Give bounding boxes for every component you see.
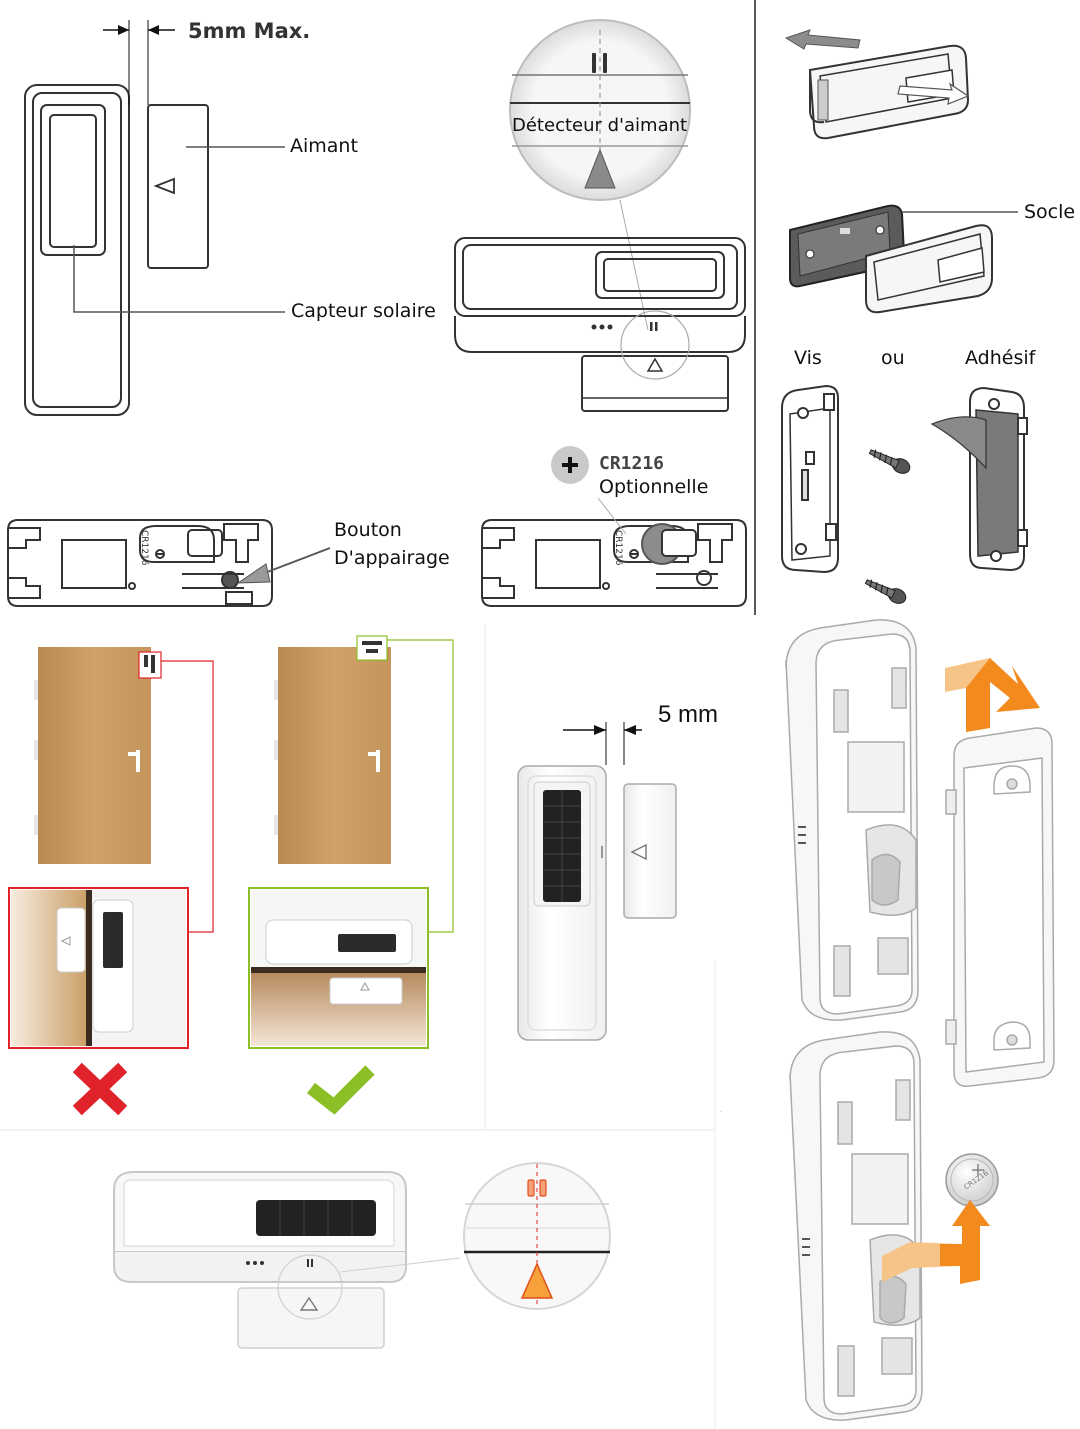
- svg-text:.: .: [720, 1107, 722, 1114]
- gap-5mm-view: [517, 722, 677, 1041]
- battery-model-label: CR1216: [599, 453, 665, 474]
- alignment-view: [113, 1162, 611, 1349]
- screws-label: Vis: [794, 347, 822, 369]
- pairing-button-label-line2: D'appairage: [334, 546, 450, 569]
- gap-5mm-label: 5 mm: [658, 701, 718, 728]
- pcb-marking-left: CR1216: [139, 530, 149, 566]
- or-label: ou: [881, 347, 905, 369]
- coin-battery-icon: [945, 1153, 999, 1207]
- arrow-icon: [945, 658, 1040, 732]
- magnet-label: Aimant: [290, 135, 358, 157]
- cross-icon: [72, 1062, 128, 1116]
- sensor-front-view: [24, 84, 209, 416]
- door-wrong-placement: [8, 647, 214, 1116]
- base-removal-view: [784, 29, 1018, 314]
- battery-optional-label: Optionnelle: [599, 476, 709, 498]
- screw-icon: [864, 579, 907, 604]
- pcb-marking-right: CR1216: [613, 530, 623, 566]
- solar-sensor-label: Capteur solaire: [291, 300, 436, 322]
- pairing-arrow: [236, 547, 331, 584]
- gap-dimension: [103, 20, 175, 105]
- arrow-icon: [882, 1200, 990, 1284]
- pcb-battery-view: [481, 519, 747, 607]
- pairing-button-label-line1: Bouton: [334, 519, 402, 541]
- pairing-button-label: Bouton D'appairage: [334, 517, 450, 572]
- door-correct-placement: [248, 635, 454, 1115]
- plus-icon: [551, 446, 589, 484]
- magnet-detector-label: Détecteur d'aimant: [512, 115, 688, 136]
- battery-install-view: [785, 619, 1055, 1421]
- adhesive-label: Adhésif: [965, 347, 1036, 369]
- magnet-detector-view: [454, 19, 746, 412]
- mounting-options-view: [781, 384, 1028, 604]
- pcb-pairing-view: [7, 519, 273, 607]
- checkmark-icon: [306, 1065, 375, 1115]
- max-gap-label: 5mm Max.: [188, 19, 311, 43]
- base-label: Socle: [1024, 201, 1076, 223]
- screw-icon: [868, 449, 911, 474]
